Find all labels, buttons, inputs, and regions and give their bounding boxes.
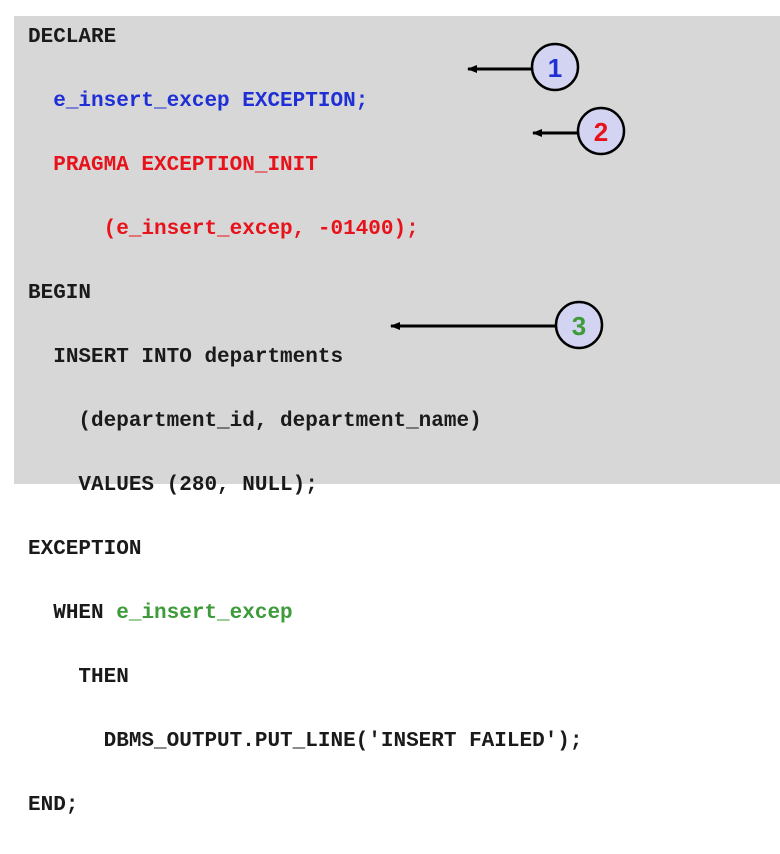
callout-2: 2: [532, 106, 626, 156]
keyword-when: WHEN: [53, 602, 117, 625]
callout-1: 1: [467, 42, 580, 92]
code-line-4: (e_insert_excep, -01400);: [28, 214, 583, 246]
callout-circle-2: [576, 106, 626, 156]
exception-handler-name: e_insert_excep: [116, 602, 293, 625]
insert-columns: (department_id, department_name): [78, 410, 482, 433]
code-line-7: (department_id, department_name): [28, 406, 583, 438]
callout-3: 3: [390, 300, 604, 350]
pragma-arguments: (e_insert_excep, -01400);: [103, 218, 419, 241]
keyword-then: THEN: [78, 666, 129, 689]
callout-annotations: 1 2 3: [390, 42, 626, 350]
pragma-exception-init: PRAGMA EXCEPTION_INIT: [53, 154, 318, 177]
keyword-exception: EXCEPTION: [28, 538, 142, 561]
code-line-11: THEN: [28, 662, 583, 694]
callout-circle-1: [530, 42, 580, 92]
callout-number-1: 1: [548, 53, 562, 83]
insert-statement: INSERT INTO departments: [53, 346, 344, 369]
code-line-3: PRAGMA EXCEPTION_INIT: [28, 150, 583, 182]
code-line-12: DBMS_OUTPUT.PUT_LINE('INSERT FAILED');: [28, 726, 583, 758]
dbms-output-call: DBMS_OUTPUT.PUT_LINE('INSERT FAILED');: [103, 730, 583, 753]
code-line-13: END;: [28, 790, 583, 822]
code-line-8: VALUES (280, NULL);: [28, 470, 583, 502]
code-line-6: INSERT INTO departments: [28, 342, 583, 374]
keyword-end: END;: [28, 794, 79, 817]
code-line-5: BEGIN: [28, 278, 583, 310]
keyword-begin: BEGIN: [28, 282, 92, 305]
keyword-declare: DECLARE: [28, 26, 117, 49]
exception-declaration: e_insert_excep EXCEPTION;: [53, 90, 369, 113]
callout-circle-3: [554, 300, 604, 350]
code-panel: [14, 16, 780, 484]
code-line-1: DECLARE: [28, 22, 583, 54]
callout-number-3: 3: [572, 311, 586, 341]
insert-values: VALUES (280, NULL);: [78, 474, 318, 497]
code-line-2: e_insert_excep EXCEPTION;: [28, 86, 583, 118]
code-line-9: EXCEPTION: [28, 534, 583, 566]
callout-number-2: 2: [594, 117, 608, 147]
code-line-10: WHEN e_insert_excep: [28, 598, 583, 630]
